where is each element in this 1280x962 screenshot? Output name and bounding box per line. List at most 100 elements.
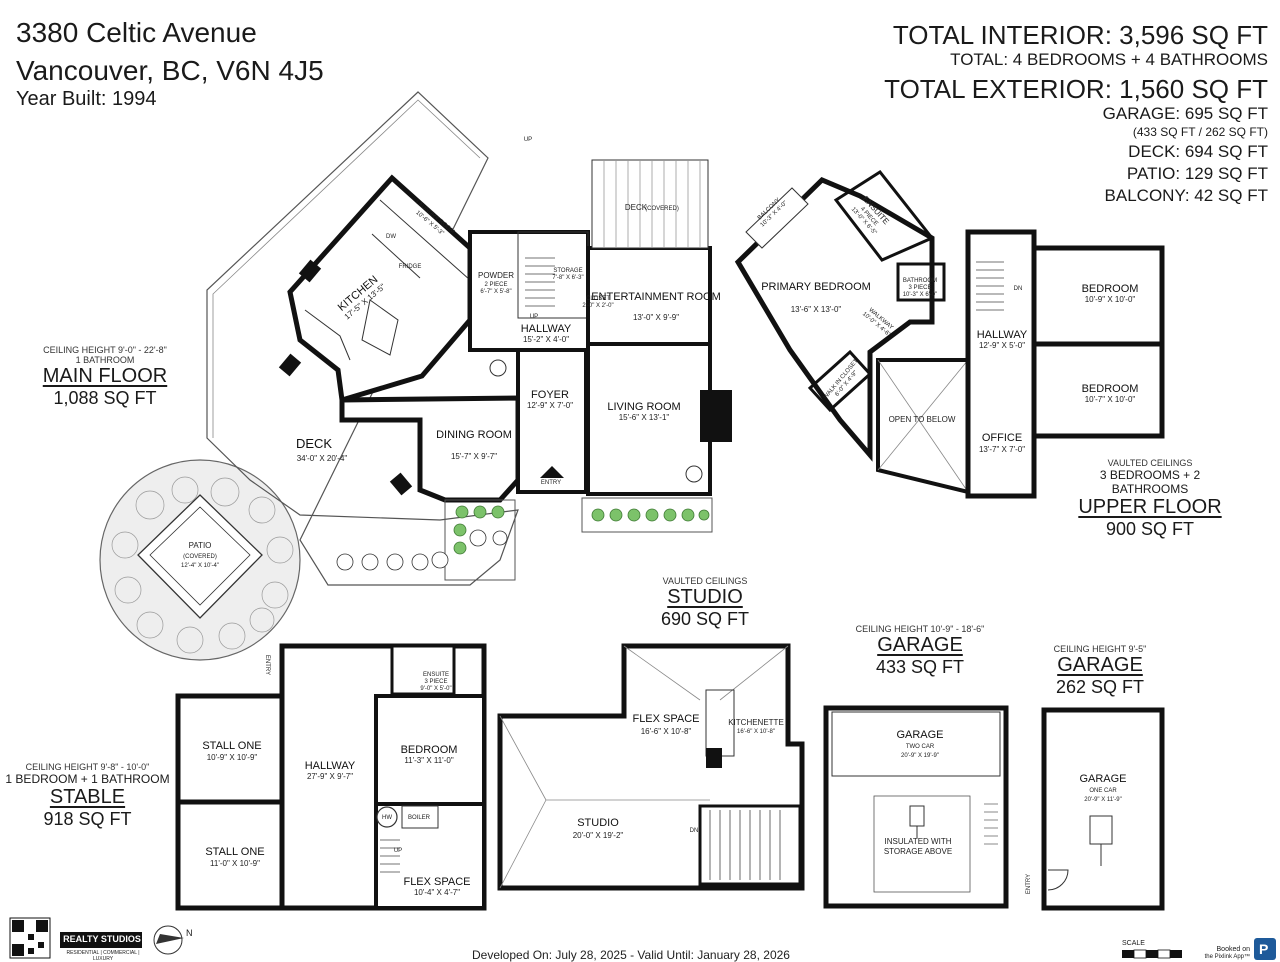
plant-living [685, 465, 703, 483]
stall2-name: STALL ONE [205, 846, 264, 858]
upper-floor-sub: 3 BEDROOMS + 2 BATHROOMS [1099, 468, 1201, 496]
upper-floor-area: 900 SQ FT [1105, 519, 1195, 539]
insulated-name: INSULATED WITH [885, 837, 952, 846]
deck-covered-sub: (COVERED) [645, 206, 679, 212]
garage2-label: CEILING HEIGHT 9'-5" GARAGE 262 SQ FT [1030, 644, 1170, 698]
garage-split: (433 SQ FT / 262 SQ FT) [1132, 125, 1268, 139]
studio-room-dim: 20'-0" X 19'-2" [573, 831, 624, 840]
deck-area: DECK: 694 SQ FT [1128, 142, 1268, 161]
main-floor-label: CEILING HEIGHT 9'-0" - 22'-8" 1 BATHROOM… [20, 345, 190, 409]
entry-stable: ENTRY [264, 655, 270, 675]
address-line-1: 3380 Celtic Avenue [16, 17, 257, 48]
brand-name: REALTY STUDIOS [63, 934, 141, 944]
hallway-up-walls [965, 229, 1037, 499]
stable-label: CEILING HEIGHT 9'-8" - 10'-0" 1 BEDROOM … [5, 762, 170, 830]
stable-ensuite-walls [390, 644, 456, 696]
qr-code-icon [9, 917, 51, 959]
main-floor-sub: 1 BATHROOM [75, 355, 135, 365]
living-dim: 15'-6" X 13'-1" [619, 413, 670, 422]
north-label: N [186, 928, 193, 938]
pixlink-letter: P [1259, 941, 1269, 957]
garage-one-dim: 20'-9" X 11'-9" [1084, 797, 1121, 803]
stable-area: 918 SQ FT [43, 809, 132, 829]
up-main: UP [530, 314, 538, 320]
storage-name: STORAGE [553, 268, 582, 274]
patio-dim: 12'-4" X 10'-4" [181, 563, 219, 569]
office-dim: 13'-7" X 7'-0" [979, 445, 1025, 454]
address-line-2: Vancouver, BC, V6N 4J5 [16, 55, 324, 86]
hot-water-tank [376, 806, 398, 828]
patio-square [137, 494, 263, 619]
bedroom-stable-dim: 11'-3" X 11'-0" [404, 756, 454, 765]
booked-on-app: the Pixlink App™ [1204, 954, 1250, 960]
studio-room-name: STUDIO [577, 817, 619, 829]
bathroom-up-sub: 3 PIECE [908, 285, 931, 291]
covered-deck [591, 159, 709, 249]
studio-note: VAULTED CEILINGS [662, 576, 748, 586]
powder-name: POWDER [478, 271, 514, 280]
garage2-name: GARAGE [1057, 654, 1143, 676]
dining-name: DINING ROOM [436, 429, 512, 441]
foyer-name: FOYER [531, 389, 569, 401]
bedroom-a-name: BEDROOM [1082, 283, 1139, 295]
walkin-walls [807, 349, 873, 413]
upper-floor-note: VAULTED CEILINGS [1107, 458, 1193, 468]
stable-name: STABLE [49, 786, 126, 808]
garage1-note: CEILING HEIGHT 10'-9" - 18'-6" [855, 624, 985, 634]
garage-two-dim: 20'-9" X 19'-9" [901, 753, 939, 759]
deck-main-name: DECK [296, 436, 332, 451]
plant-foyer [489, 359, 507, 377]
garage1-area: 433 SQ FT [875, 657, 965, 677]
living-room-walls [586, 342, 712, 496]
stable-sub: 1 BEDROOM + 1 BATHROOM [5, 772, 170, 786]
bathroom-up-dim: 10'-3" X 6'-0" [903, 292, 938, 298]
deck-covered-name: DECK [625, 203, 648, 212]
main-floor-area: 1,088 SQ FT [53, 388, 157, 408]
studio-area: 690 SQ FT [660, 609, 750, 629]
entry-main: ENTRY [541, 480, 561, 486]
kitchenette-name: KITCHENETTE [728, 718, 784, 727]
flex-stable-name: FLEX SPACE [403, 876, 470, 888]
bathroom-up-name: BATHROOM [903, 278, 937, 284]
entertainment-dim: 13'-0" X 9'-9" [633, 313, 679, 322]
garage1-plan [823, 705, 1009, 909]
ensuite-stable-name: ENSUITE [423, 672, 449, 678]
deck-main-dim: 34'-0" X 20'-4" [297, 454, 348, 463]
validity-dates: Developed On: July 28, 2025 - Valid Unti… [472, 948, 790, 962]
garage-two-name: GARAGE [896, 729, 943, 741]
upper-floor-name: UPPER FLOOR [1078, 496, 1222, 518]
garage-one-name: GARAGE [1079, 773, 1126, 785]
bedroom-b-name: BEDROOM [1082, 383, 1139, 395]
total-interior: TOTAL INTERIOR: 3,596 SQ FT [892, 20, 1268, 50]
insulated-sub: STORAGE ABOVE [884, 847, 952, 856]
flex-stable-dim: 10'-4" X 4'-7" [414, 888, 460, 897]
hallway-stable-dim: 27'-9" X 9'-7" [307, 772, 353, 781]
garage2-walls [1041, 707, 1165, 911]
garage-one-sub: ONE CAR [1089, 788, 1117, 794]
bedroom-a-walls [1031, 245, 1165, 347]
fridge-marker: FRIDGE [399, 264, 422, 270]
living-name: LIVING ROOM [607, 401, 680, 413]
garage2-area: 262 SQ FT [1055, 677, 1145, 697]
brand-sub: RESIDENTIAL | COMMERCIAL | LUXURY [66, 950, 140, 962]
powder-sub: 2 PIECE [484, 282, 507, 288]
dining-dim: 15'-7" X 9'-7" [451, 452, 497, 461]
hallway-main-name: HALLWAY [521, 323, 572, 335]
realty-studios-logo [60, 932, 142, 948]
patio-area: PATIO: 129 SQ FT [1126, 164, 1268, 183]
total-exterior: TOTAL EXTERIOR: 1,560 SQ FT [884, 74, 1268, 104]
office-name: OFFICE [982, 432, 1022, 444]
booked-on: Booked on [1216, 946, 1250, 953]
storage-dim: 7'-8" X 6'-3" [552, 275, 583, 281]
upper-floor-label: VAULTED CEILINGS 3 BEDROOMS + 2 BATHROOM… [1060, 458, 1240, 540]
north-arrow-icon [153, 925, 184, 955]
kitchenette-dim: 16'-6" X 10'-8" [737, 729, 775, 735]
studio-stairs [709, 810, 781, 880]
stable-bedroom-walls [374, 694, 486, 806]
garage1-walls [823, 705, 1009, 909]
primary-suite-walls [734, 177, 935, 462]
closet1-name: CLOSET [586, 296, 610, 302]
garage1-name: GARAGE [877, 634, 963, 656]
boiler-name: BOILER [408, 815, 431, 821]
